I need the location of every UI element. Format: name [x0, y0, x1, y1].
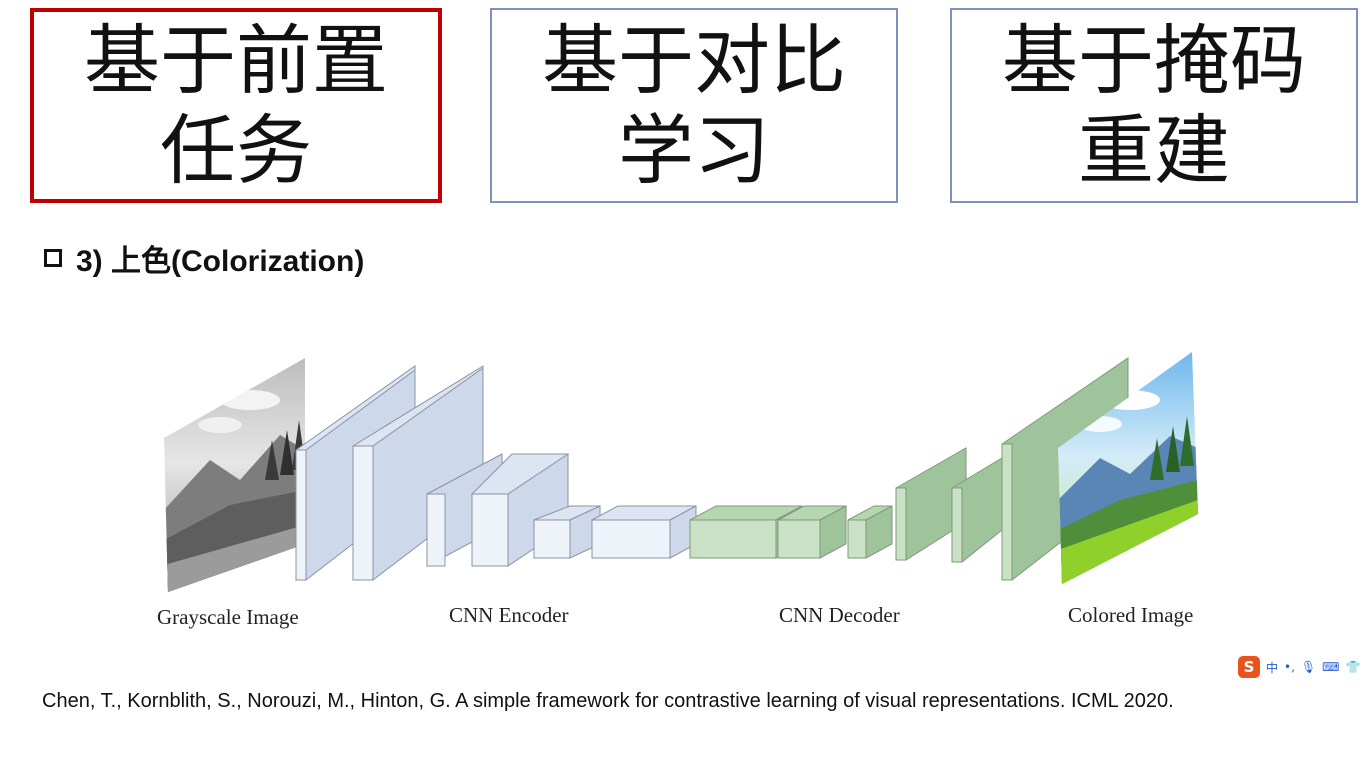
label-cnn-encoder: CNN Encoder: [449, 603, 569, 627]
microphone-icon[interactable]: 🎙: [1300, 660, 1317, 674]
label-cnn-decoder: CNN Decoder: [779, 603, 900, 627]
punctuation-icon[interactable]: •,: [1284, 660, 1295, 674]
tab-label-line2: 任务: [160, 105, 312, 195]
keyboard-icon[interactable]: ⌨: [1322, 660, 1340, 674]
decoder-layer-5: [951, 457, 1003, 563]
tab-contrastive-learning[interactable]: 基于对比 学习: [490, 8, 898, 203]
section-heading-text: 3) 上色(Colorization): [76, 245, 365, 278]
tab-label-line2: 学习: [618, 105, 770, 195]
tab-pretext-task[interactable]: 基于前置 任务: [30, 8, 442, 203]
tab-label-line2: 重建: [1078, 105, 1230, 195]
tab-label-line1: 基于对比: [542, 15, 846, 105]
encoder-layer-2: [352, 365, 484, 582]
sogou-logo-icon[interactable]: S: [1238, 656, 1260, 678]
decoder-layer-2: [777, 505, 847, 559]
section-heading: 3) 上色(Colorization): [44, 236, 364, 280]
tab-masked-reconstruction[interactable]: 基于掩码 重建: [950, 8, 1358, 203]
ime-mode[interactable]: 中: [1266, 660, 1279, 675]
tab-label-line1: 基于掩码: [1002, 15, 1306, 105]
citation: Chen, T., Kornblith, S., Norouzi, M., Hi…: [42, 690, 1174, 712]
shirt-icon[interactable]: 👕: [1345, 660, 1361, 674]
decoder-layer-3: [847, 505, 893, 559]
decoder-layer-4: [895, 447, 967, 561]
ime-toolbar[interactable]: S 中 •, 🎙 ⌨ 👕: [1238, 655, 1372, 679]
label-grayscale-image: Grayscale Image: [157, 605, 299, 629]
cnn-encoder: [295, 365, 697, 582]
tab-label-line1: 基于前置: [84, 15, 388, 105]
grayscale-image: [164, 358, 305, 592]
label-colored-image: Colored Image: [1068, 603, 1194, 627]
colorization-diagram: [164, 352, 1198, 592]
square-bullet-icon: [44, 249, 62, 267]
encoder-layer-6: [591, 505, 697, 559]
